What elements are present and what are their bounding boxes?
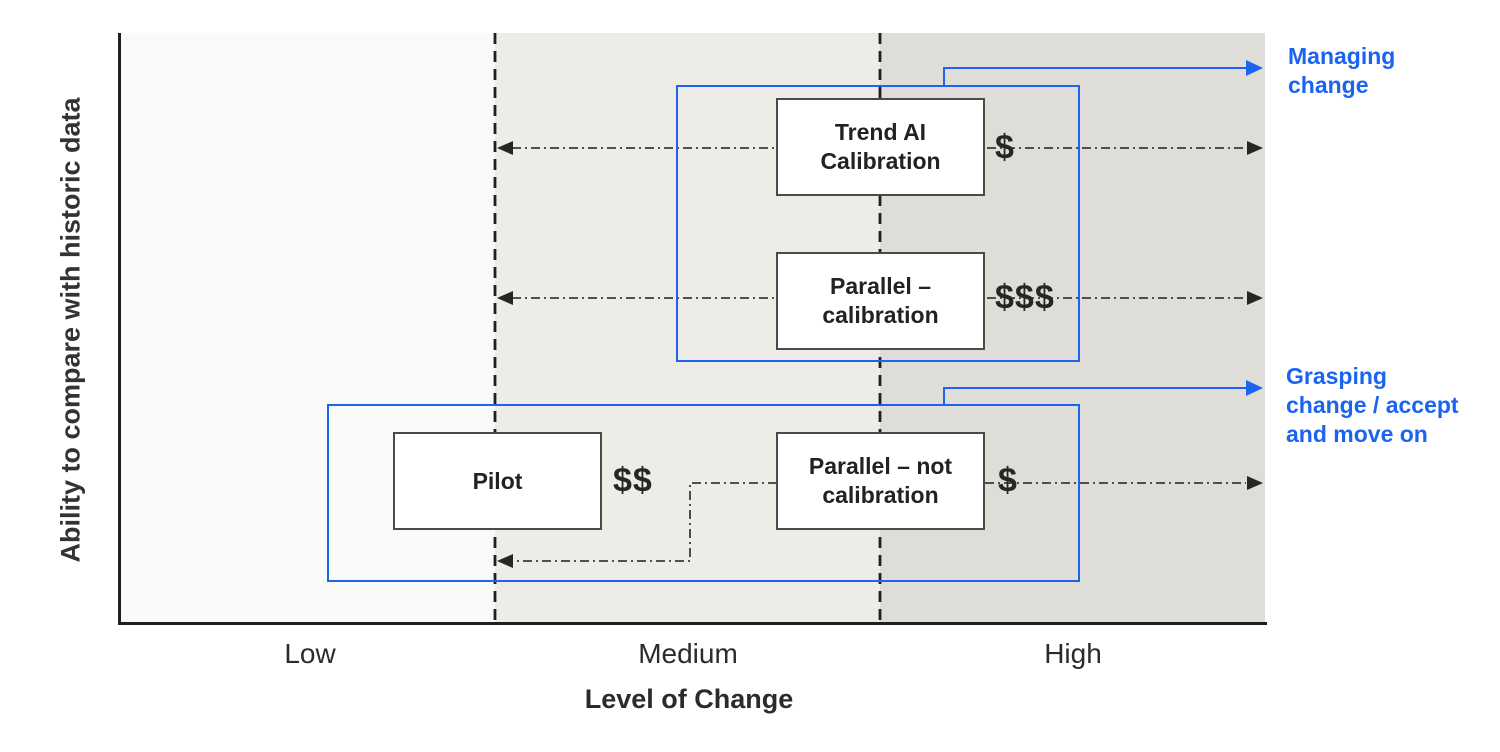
grasping-change-annotation: Grasping change / accept and move on [1286,363,1459,447]
trend-ai-cost-label: $ [995,128,1015,167]
parallel-calibration-box: Parallel – calibration [776,252,985,350]
arrowhead-right-row2 [1247,291,1263,305]
x-tick-low: Low [284,638,336,669]
grasping-change-arrowhead [1246,380,1263,396]
grasping-change-group-rect [327,404,1080,582]
arrowhead-right-row1 [1247,141,1263,155]
trend-ai-calibration-box: Trend AI Calibration [776,98,985,196]
arrowhead-left-row3 [497,554,513,568]
x-tick-high: High [1044,638,1102,669]
pilot-elbow-guide-line [512,482,777,562]
arrowhead-left-row1 [497,141,513,155]
parallel-not-cost-label: $ [998,461,1018,500]
pilot-box: Pilot [393,432,602,530]
grasping-change-arrow [943,387,1247,404]
arrowhead-right-row3 [1247,476,1263,490]
x-axis-title: Level of Change [584,684,794,714]
parallel-calibration-cost-label: $$$ [995,278,1055,317]
y-axis-title: Ability to compare with historic data [55,97,86,563]
managing-change-annotation: Managing change [1288,43,1396,98]
x-tick-medium: Medium [638,638,738,669]
pilot-cost-label: $$ [613,461,653,500]
managing-change-arrow [943,67,1247,86]
arrowhead-left-row2 [497,291,513,305]
parallel-not-calibration-box: Parallel – not calibration [776,432,985,530]
managing-change-group-rect [676,85,1080,362]
managing-change-arrowhead [1246,60,1263,76]
